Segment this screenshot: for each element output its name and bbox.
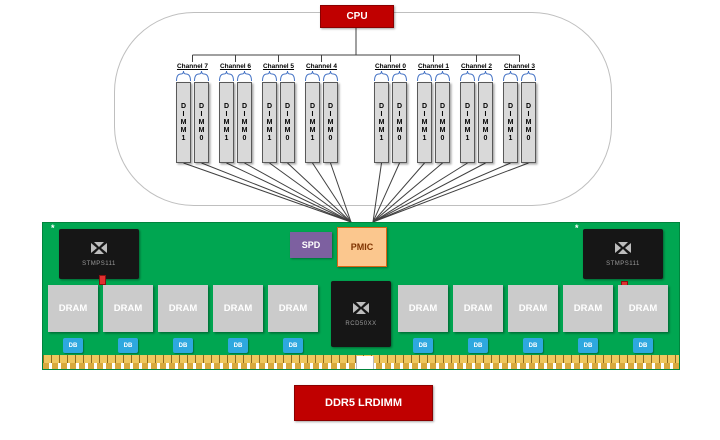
dimm-slot: DIMM0 <box>280 82 295 163</box>
dimm-slot: DIMM1 <box>374 82 389 163</box>
memory-channel: Channel 3 DIMM1 DIMM0 <box>503 62 536 163</box>
pmic-chip: PMIC <box>337 227 387 267</box>
dimm-slot: DIMM0 <box>521 82 536 163</box>
spd-label: SPD <box>301 240 321 250</box>
dram-chip: DRAM <box>213 285 263 332</box>
memory-channel: Channel 5 DIMM1 DIMM0 <box>262 62 295 163</box>
dimm-pair: DIMM1 DIMM0 <box>503 82 536 163</box>
dram-chip: DRAM <box>508 285 558 332</box>
dimm-slot: DIMM1 <box>417 82 432 163</box>
chip-logo-icon <box>615 241 631 259</box>
cpu-box: CPU <box>320 5 394 28</box>
lrdimm-board: * * STMPS111 ST <box>42 222 680 370</box>
data-buffer-chip: DB <box>523 338 543 353</box>
dimm-slot: DIMM0 <box>237 82 252 163</box>
data-buffer-chip: DB <box>578 338 598 353</box>
dimm-pair: DIMM1 DIMM0 <box>262 82 295 163</box>
data-buffer-chip: DB <box>63 338 83 353</box>
data-buffer-chip: DB <box>228 338 248 353</box>
pmu-chip-left: STMPS111 <box>59 229 139 279</box>
data-buffer-chip: DB <box>173 338 193 353</box>
memory-channel: Channel 6 DIMM1 DIMM0 <box>219 62 252 163</box>
pmic-label: PMIC <box>350 242 374 252</box>
memory-channel: Channel 7 DIMM1 DIMM0 <box>176 62 209 163</box>
dimm-slot: DIMM0 <box>478 82 493 163</box>
dimm-pair: DIMM1 DIMM0 <box>219 82 252 163</box>
channel-label: Channel 6 <box>219 63 252 70</box>
edge-connector-notch <box>356 356 374 369</box>
dimm-slot: DIMM0 <box>392 82 407 163</box>
dram-chip: DRAM <box>48 285 98 332</box>
board-marker-asterisk: * <box>51 223 55 233</box>
caption-box: DDR5 LRDIMM <box>294 385 433 421</box>
dram-chip: DRAM <box>103 285 153 332</box>
dimm-slot: DIMM1 <box>305 82 320 163</box>
memory-channel: Channel 0 DIMM1 DIMM0 <box>374 62 407 163</box>
spd-chip: SPD <box>290 232 332 258</box>
channel-label: Channel 1 <box>417 63 450 70</box>
channel-label: Channel 0 <box>374 63 407 70</box>
channel-label: Channel 2 <box>460 63 493 70</box>
dram-chip: DRAM <box>618 285 668 332</box>
dram-chip: DRAM <box>268 285 318 332</box>
channel-label: Channel 7 <box>176 63 209 70</box>
memory-channel: Channel 4 DIMM1 DIMM0 <box>305 62 338 163</box>
memory-channel: Channel 2 DIMM1 DIMM0 <box>460 62 493 163</box>
dram-chip: DRAM <box>158 285 208 332</box>
pmu-chip-right: STMPS111 <box>583 229 663 279</box>
channel-label: Channel 4 <box>305 63 338 70</box>
chip-logo-icon <box>91 241 107 259</box>
cpu-label: CPU <box>346 11 368 22</box>
dimm-pair: DIMM1 DIMM0 <box>176 82 209 163</box>
chip-label: STMPS111 <box>606 261 640 267</box>
dimm-pair: DIMM1 DIMM0 <box>417 82 450 163</box>
chip-logo-icon <box>353 301 369 319</box>
data-buffer-chip: DB <box>118 338 138 353</box>
data-buffer-chip: DB <box>283 338 303 353</box>
dimm-slot: DIMM0 <box>435 82 450 163</box>
dimm-slot: DIMM0 <box>323 82 338 163</box>
dimm-pair: DIMM1 DIMM0 <box>305 82 338 163</box>
data-buffer-chip: DB <box>633 338 653 353</box>
dimm-slot: DIMM1 <box>176 82 191 163</box>
rcd-chip: RCD50XX <box>331 281 391 347</box>
caption-label: DDR5 LRDIMM <box>325 397 402 409</box>
dram-chip: DRAM <box>453 285 503 332</box>
channel-label: Channel 3 <box>503 63 536 70</box>
dram-chip: DRAM <box>398 285 448 332</box>
chip-label: RCD50XX <box>345 321 377 327</box>
dimm-slot: DIMM1 <box>503 82 518 163</box>
data-buffer-chip: DB <box>468 338 488 353</box>
data-buffer-chip: DB <box>413 338 433 353</box>
dimm-slot: DIMM1 <box>219 82 234 163</box>
dimm-slot: DIMM1 <box>460 82 475 163</box>
dimm-pair: DIMM1 DIMM0 <box>374 82 407 163</box>
dimm-slot: DIMM0 <box>194 82 209 163</box>
passive-component-red <box>99 275 106 285</box>
memory-channel: Channel 1 DIMM1 DIMM0 <box>417 62 450 163</box>
chip-label: STMPS111 <box>82 261 116 267</box>
dram-chip: DRAM <box>563 285 613 332</box>
channel-label: Channel 5 <box>262 63 295 70</box>
board-marker-asterisk: * <box>575 223 579 233</box>
dimm-slot: DIMM1 <box>262 82 277 163</box>
dimm-pair: DIMM1 DIMM0 <box>460 82 493 163</box>
